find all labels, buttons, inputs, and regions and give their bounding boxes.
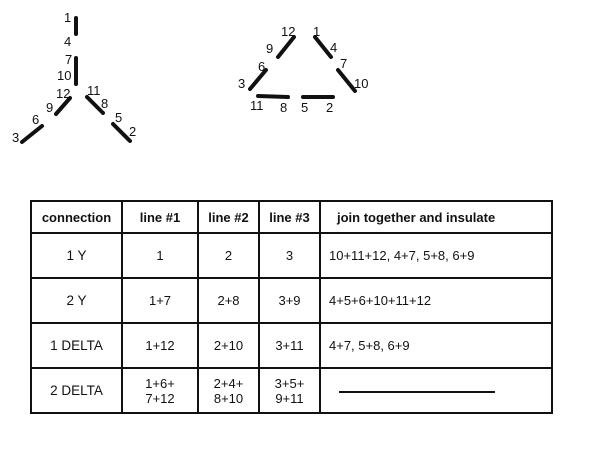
cell-line-3: 3+11 (258, 322, 321, 369)
wye-label-11: 11 (87, 83, 101, 98)
header-connection: connection (30, 200, 123, 234)
cell-join (319, 367, 553, 414)
cell-line-3-text: 3+5+ (274, 375, 305, 391)
cell-line-1-text: 1+7 (148, 293, 172, 308)
cell-line-2: 2+10 (197, 322, 260, 369)
cell-connection: 1 DELTA (30, 322, 123, 369)
wye-winding-6-3 (20, 124, 44, 144)
header-line-2: line #2 (197, 200, 260, 234)
cell-join: 4+7, 5+8, 6+9 (319, 322, 553, 369)
cell-line-3: 3 (258, 232, 321, 279)
cell-line-3-text: 3+11 (275, 338, 304, 353)
delta-label-4: 4 (330, 40, 337, 55)
wye-winding-5-2 (111, 122, 132, 143)
cell-connection: 1 Y (30, 232, 123, 279)
cell-line-2-text: 8+10 (213, 390, 244, 406)
table-row: 2 Y 1+7 2+8 3+9 4+5+6+10+11+12 (30, 277, 553, 324)
cell-line-2-text: 2+4+ (213, 375, 244, 391)
header-line-3: line #3 (258, 200, 321, 234)
table-header-row: connection line #1 line #2 line #3 join … (30, 200, 553, 234)
wye-label-12: 12 (56, 86, 70, 101)
delta-label-5: 5 (301, 100, 308, 115)
cell-line-1-text: 1 (156, 248, 164, 263)
wye-winding-11-8 (85, 95, 105, 115)
delta-label-11: 11 (250, 98, 264, 113)
wye-label-2: 2 (129, 124, 136, 139)
delta-label-9: 9 (266, 41, 273, 56)
wye-label-10: 10 (57, 68, 71, 83)
table-row: 1 DELTA 1+12 2+10 3+11 4+7, 5+8, 6+9 (30, 322, 553, 369)
delta-winding-11-8 (256, 94, 290, 99)
delta-winding-3-6 (248, 68, 268, 91)
wye-label-6: 6 (32, 112, 39, 127)
cell-line-2-text: 2 (224, 248, 233, 263)
cell-line-2: 2+8 (197, 277, 260, 324)
delta-label-3: 3 (238, 76, 245, 91)
delta-label-7: 7 (340, 56, 347, 71)
header-join: join together and insulate (319, 200, 553, 234)
cell-line-2-text: 2+10 (213, 338, 244, 353)
cell-line-3-text: 3 (285, 248, 294, 263)
cell-line-2: 2+4+ 8+10 (197, 367, 260, 414)
wye-label-5: 5 (115, 110, 122, 125)
delta-label-6: 6 (258, 59, 265, 74)
cell-connection: 2 DELTA (30, 367, 123, 414)
cell-line-1: 1 (121, 232, 199, 279)
cell-line-1: 1+12 (121, 322, 199, 369)
wye-winding-12-9 (54, 96, 72, 116)
cell-line-3-text: 9+11 (275, 390, 304, 406)
cell-join: 10+11+12, 4+7, 5+8, 6+9 (319, 232, 553, 279)
cell-line-1-text: 1+12 (145, 338, 175, 353)
table-row: 1 Y 1 2 3 10+11+12, 4+7, 5+8, 6+9 (30, 232, 553, 279)
cell-line-1: 1+6+ 7+12 (121, 367, 199, 414)
winding-diagrams: 1 4 7 10 12 11 9 8 6 5 3 2 12 1 9 4 6 7 … (12, 10, 368, 145)
cell-join: 4+5+6+10+11+12 (319, 277, 553, 324)
cell-line-2-text: 2+8 (217, 293, 240, 308)
cell-line-1: 1+7 (121, 277, 199, 324)
header-line-1: line #1 (121, 200, 199, 234)
cell-line-3: 3+5+ 9+11 (258, 367, 321, 414)
delta-diagram: 12 1 9 4 6 7 3 10 11 8 5 2 (238, 24, 368, 115)
delta-label-1: 1 (313, 24, 320, 39)
wye-label-9: 9 (46, 100, 53, 115)
cell-line-2: 2 (197, 232, 260, 279)
wye-label-1: 1 (64, 10, 71, 25)
wye-label-7: 7 (65, 52, 72, 67)
delta-label-12: 12 (281, 24, 295, 39)
wye-label-3: 3 (12, 130, 19, 145)
connection-table: connection line #1 line #2 line #3 join … (30, 200, 553, 414)
delta-label-10: 10 (354, 76, 368, 91)
wye-diagram: 1 4 7 10 12 11 9 8 6 5 3 2 (12, 10, 136, 145)
wye-label-4: 4 (64, 34, 71, 49)
delta-label-2: 2 (326, 100, 333, 115)
delta-winding-1-4 (313, 35, 333, 59)
cell-line-3-text: 3+9 (278, 293, 301, 308)
table-row: 2 DELTA 1+6+ 7+12 2+4+ 8+10 3+5+ 9+11 (30, 367, 553, 414)
cell-line-1-text: 1+6+ (145, 375, 175, 391)
delta-label-8: 8 (280, 100, 287, 115)
delta-winding-9-12 (276, 35, 296, 59)
cell-line-3: 3+9 (258, 277, 321, 324)
cell-line-1-text: 7+12 (145, 390, 175, 406)
blank-line (339, 390, 495, 393)
cell-connection: 2 Y (30, 277, 123, 324)
delta-winding-7-10 (336, 68, 357, 93)
wye-label-8: 8 (101, 96, 108, 111)
